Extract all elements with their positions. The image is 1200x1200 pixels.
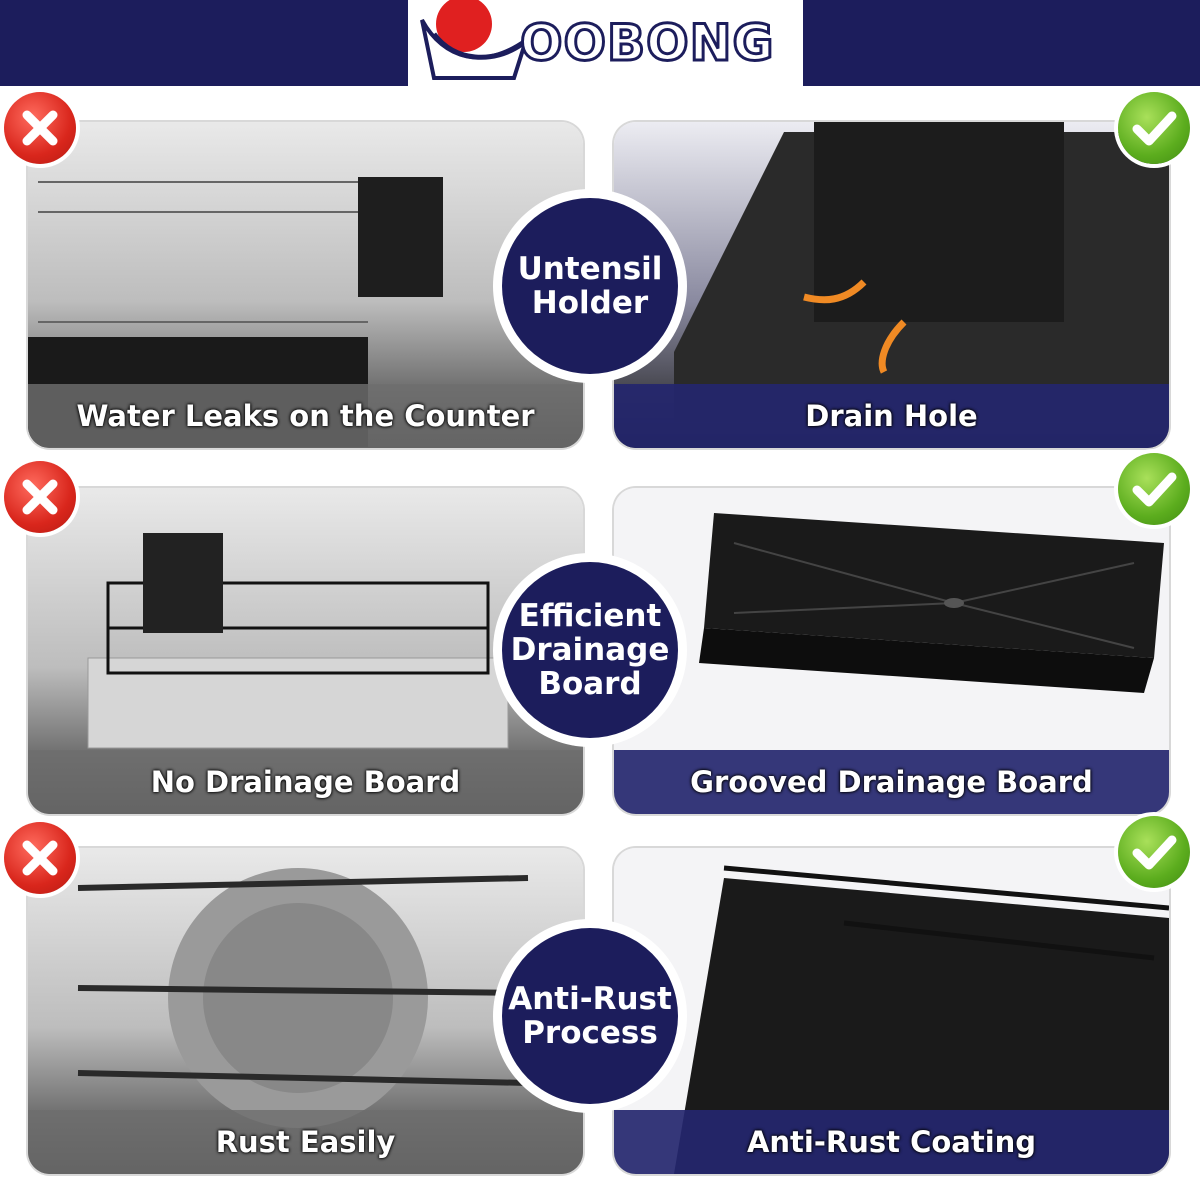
feature-circle-anti-rust: Anti-Rust Process: [502, 928, 678, 1104]
bad-caption: Rust Easily: [28, 1110, 583, 1174]
logo-text: OOBONG: [519, 13, 776, 74]
check-icon: [1132, 472, 1177, 507]
brand-logo: OOBONG: [408, 0, 803, 86]
header-bar: OOBONG: [0, 0, 1200, 86]
dish-rack-board-photo: [87, 533, 509, 749]
panel-bad-no-drainage: No Drainage Board: [28, 488, 583, 814]
feature-label: Anti-Rust Process: [508, 981, 672, 1051]
cross-badge: [4, 461, 76, 533]
cross-icon: [22, 110, 58, 146]
panel-good-drain-hole: Drain Hole: [614, 122, 1169, 448]
check-icon: [1132, 835, 1177, 870]
panel-good-grooved-board: Grooved Drainage Board: [614, 488, 1169, 814]
check-icon: [1132, 111, 1177, 146]
check-badge: [1118, 816, 1190, 888]
feature-label: Untensil Holder: [517, 251, 663, 321]
feature-circle-utensil-holder: Untensil Holder: [502, 198, 678, 374]
cross-badge: [4, 822, 76, 894]
rusty-rack-photo: [77, 868, 529, 1128]
good-caption: Anti-Rust Coating: [614, 1110, 1169, 1174]
panel-bad-water-leaks: Water Leaks on the Counter: [28, 122, 583, 448]
cross-badge: [4, 92, 76, 164]
cross-icon: [22, 840, 58, 876]
good-caption: Grooved Drainage Board: [614, 750, 1169, 814]
logo-swoosh-icon: [420, 0, 530, 80]
good-caption: Drain Hole: [614, 384, 1169, 448]
check-badge: [1118, 92, 1190, 164]
feature-label: Efficient Drainage Board: [510, 598, 670, 702]
bad-caption: No Drainage Board: [28, 750, 583, 814]
check-badge: [1118, 453, 1190, 525]
cross-icon: [22, 479, 58, 515]
bad-caption: Water Leaks on the Counter: [28, 384, 583, 448]
feature-circle-drainage-board: Efficient Drainage Board: [502, 562, 678, 738]
drain-hole-photo: [674, 122, 1169, 422]
panel-bad-rust: Rust Easily: [28, 848, 583, 1174]
panel-good-anti-rust: Anti-Rust Coating: [614, 848, 1169, 1174]
